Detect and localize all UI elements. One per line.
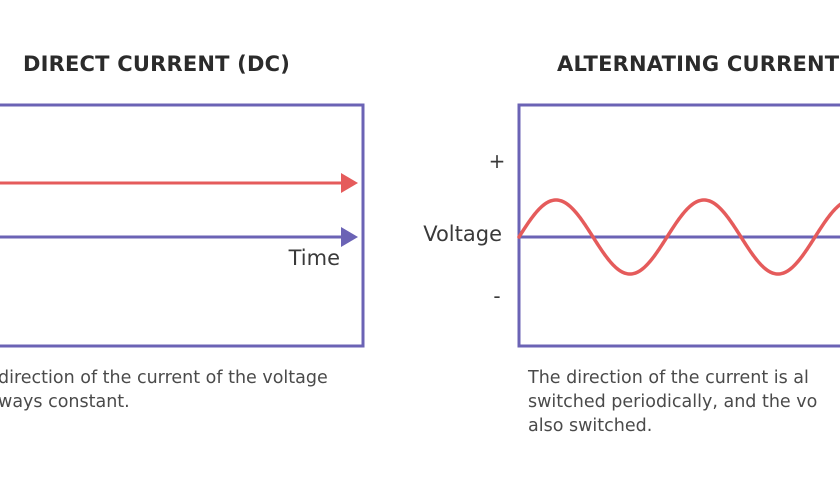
ac-caption: The direction of the current is al switc…: [528, 366, 817, 438]
dc-time-label: Time: [288, 246, 340, 270]
ac-frame: [517, 103, 840, 348]
ac-sine-wave: [517, 198, 840, 276]
dc-caption-line-2: ways constant.: [0, 392, 130, 412]
ac-voltage-label: Voltage: [423, 222, 502, 246]
dc-frame: [0, 103, 365, 348]
ac-plus-label: +: [489, 149, 506, 173]
dc-current-arrowhead: [341, 173, 358, 193]
ac-caption-line-1: The direction of the current is al: [528, 368, 809, 388]
dc-caption: direction of the current of the voltage …: [0, 366, 328, 414]
ac-caption-line-3: also switched.: [528, 416, 653, 436]
ac-panel-title: ALTERNATING CURRENT: [557, 52, 840, 76]
dc-time-axis-arrowhead: [341, 227, 358, 247]
ac-minus-label: -: [493, 284, 500, 308]
dc-caption-line-1: direction of the current of the voltage: [0, 368, 328, 388]
dc-graph: Time: [0, 103, 365, 348]
dc-panel-title: DIRECT CURRENT (DC): [23, 52, 291, 76]
ac-graph: + Voltage -: [423, 103, 840, 348]
ac-caption-line-2: switched periodically, and the vo: [528, 392, 818, 412]
